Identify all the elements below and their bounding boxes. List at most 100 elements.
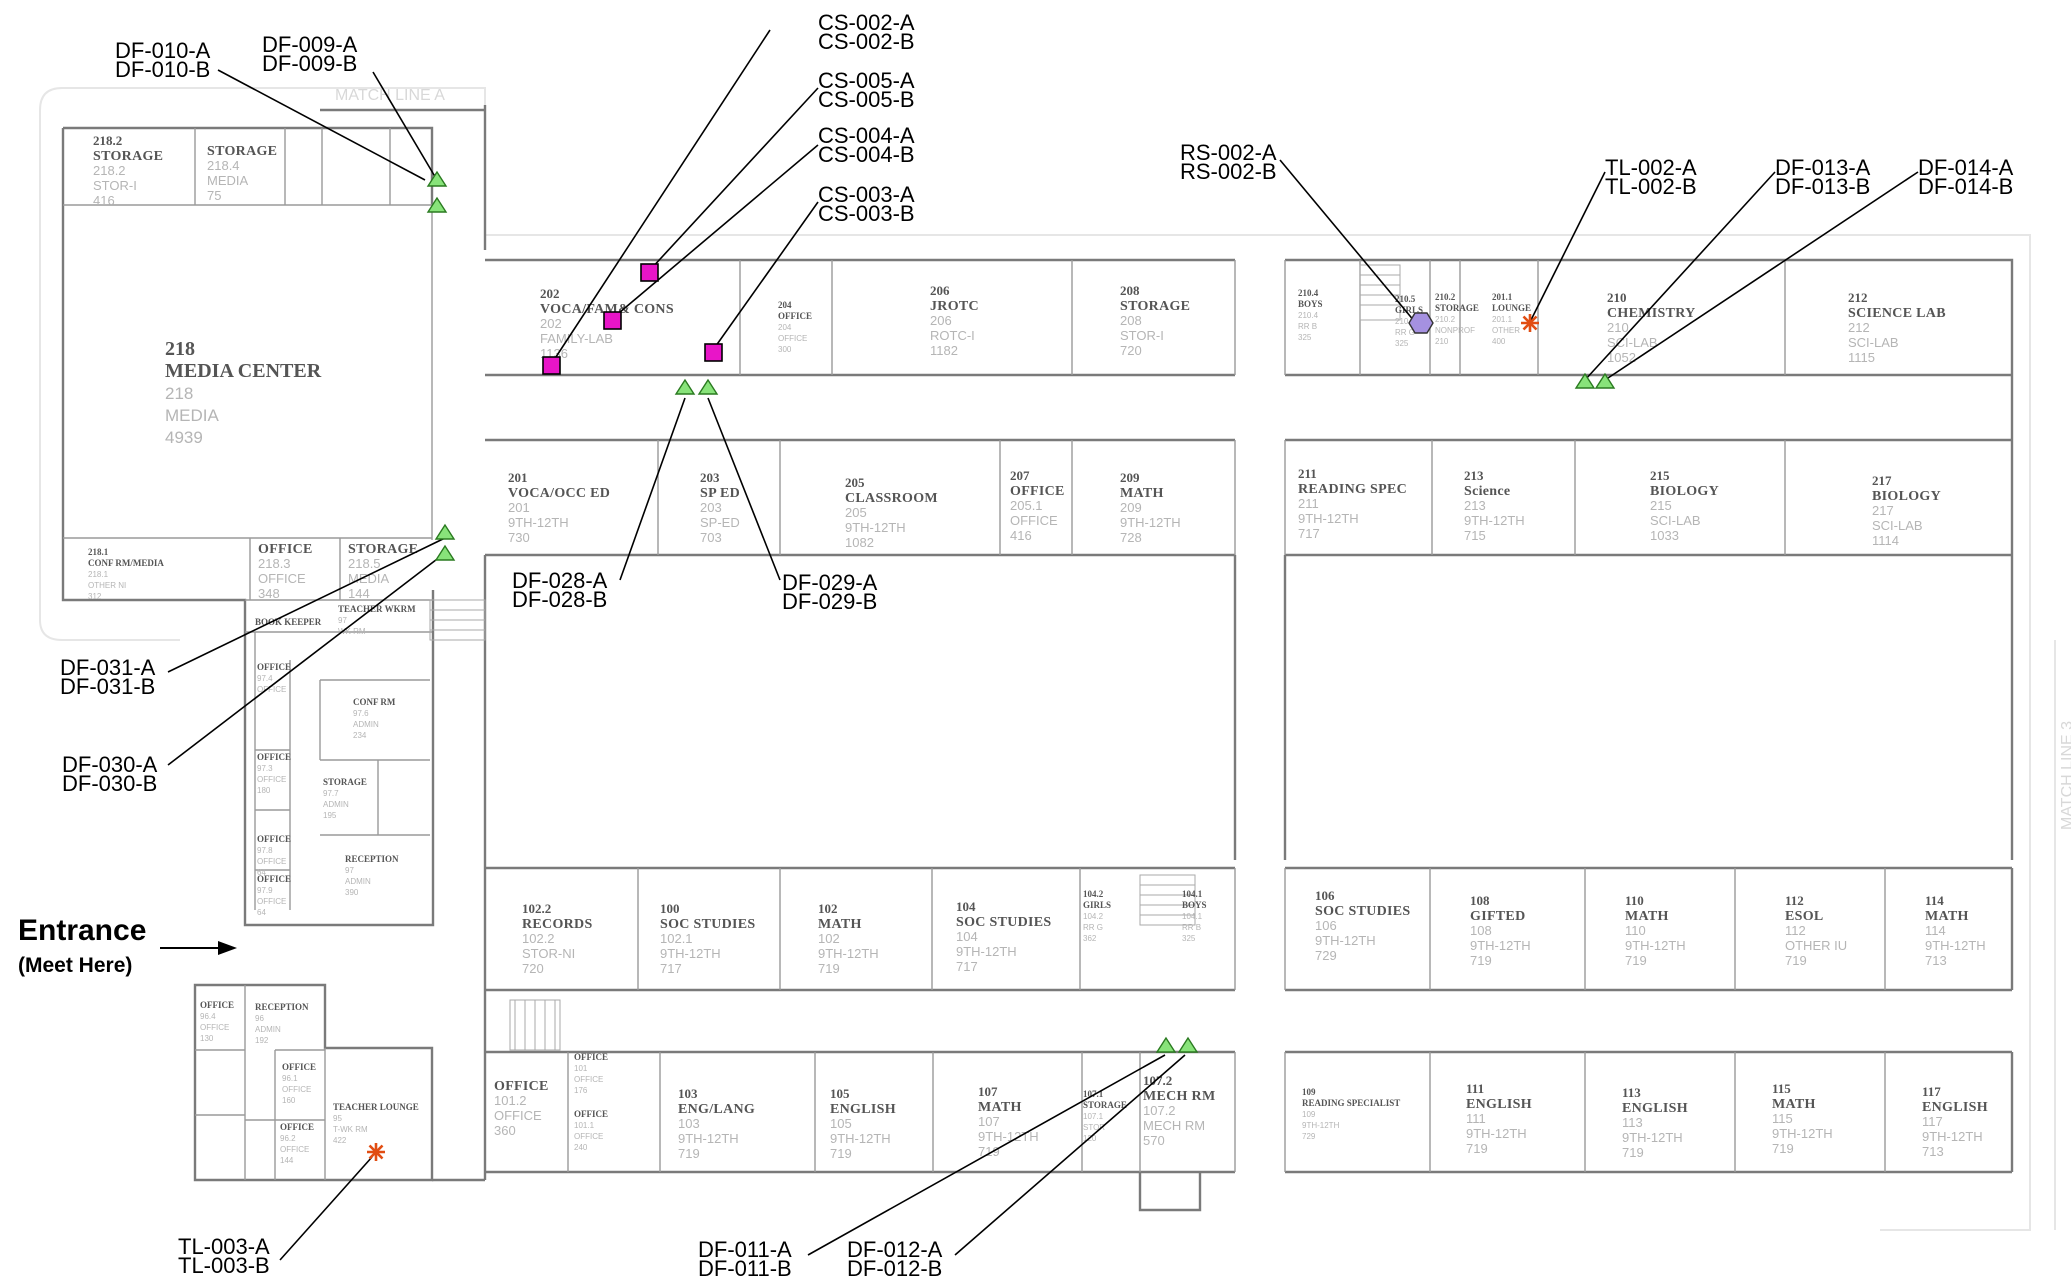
callout-cs-002: CS-002-ACS-002-B xyxy=(818,10,915,54)
room-name: GIRLS xyxy=(1083,900,1111,910)
room-sub2: 9TH-12TH xyxy=(830,1131,891,1146)
room-sub1: 101.1 xyxy=(574,1121,595,1130)
room-sub2: MEDIA xyxy=(165,406,220,425)
callout-code-b: DF-012-B xyxy=(847,1256,942,1281)
room-sub1: 111 xyxy=(1466,1111,1486,1126)
tl-003-asterisk-icon xyxy=(367,1143,385,1161)
room-sub3: 1033 xyxy=(1650,528,1679,543)
callout-code-b: TL-002-B xyxy=(1605,174,1697,199)
room-name: OFFICE xyxy=(778,311,812,321)
callout-cs-003: CS-003-ACS-003-B xyxy=(818,182,915,226)
room-sub3: 719 xyxy=(1622,1145,1644,1160)
cs-003-square-icon xyxy=(704,343,723,362)
room-name: OFFICE xyxy=(257,752,291,762)
match-line-3-label: MATCH LINE 3 xyxy=(2059,721,2071,830)
room-name: OFFICE xyxy=(258,542,313,557)
room-name: MECH RM xyxy=(1143,1089,1215,1104)
callout-df-010: DF-010-ADF-010-B xyxy=(115,38,211,82)
room-name: Science xyxy=(1464,484,1510,499)
room-sub3: 1182 xyxy=(930,343,958,358)
room-sub1: 101 xyxy=(574,1064,588,1073)
callout-code-a: DF-030-A xyxy=(62,752,158,777)
callout-code-b: RS-002-B xyxy=(1180,159,1277,184)
room-sub1: 206 xyxy=(930,313,952,328)
room-sub3: 713 xyxy=(1922,1144,1944,1159)
room-num: 209 xyxy=(1120,470,1140,485)
room-name: STORAGE xyxy=(207,144,277,159)
room-sub2: OFFICE xyxy=(257,857,286,866)
room-sub2: ADMIN xyxy=(353,720,379,729)
room-name: RECORDS xyxy=(522,917,593,932)
df-009-triangle-icon xyxy=(426,170,448,187)
room-name: MATH xyxy=(1625,909,1669,924)
df-028-triangle-icon xyxy=(674,378,696,395)
room-sub2: 9TH-12TH xyxy=(1922,1129,1983,1144)
room-sub3: 729 xyxy=(1315,948,1337,963)
room-sub3: 75 xyxy=(207,188,221,203)
room-sub3: 416 xyxy=(93,193,115,208)
room-sub2: 9TH-12TH xyxy=(1470,938,1531,953)
room-sub2: ROTC-I xyxy=(930,328,975,343)
room-sub2: T-WK RM xyxy=(333,1125,368,1134)
room-sub3: 362 xyxy=(1083,934,1097,943)
callout-code-b: TL-003-B xyxy=(178,1253,270,1278)
room-sub2: 9TH-12TH xyxy=(1625,938,1686,953)
df-010-triangle-icon xyxy=(426,196,448,213)
room-name: ENGLISH xyxy=(1922,1100,1988,1115)
room-name: JROTC xyxy=(930,299,979,314)
callout-code-b: DF-014-B xyxy=(1918,174,2013,199)
room-name: ESOL xyxy=(1785,909,1824,924)
room-sub2: 9TH-12TH xyxy=(978,1129,1039,1144)
room-sub3: 192 xyxy=(255,1036,269,1045)
room-name: ENGLISH xyxy=(1466,1097,1532,1112)
room-num: 108 xyxy=(1470,893,1490,908)
room-sub2: ADMIN xyxy=(323,800,349,809)
room-num: 104 xyxy=(956,899,976,914)
room-sub1: 205.1 xyxy=(1010,498,1043,513)
room-sub3: 703 xyxy=(700,530,722,545)
room-sub2: OFFICE xyxy=(778,334,807,343)
room-name: STORAGE xyxy=(348,542,418,557)
entrance-title: Entrance xyxy=(18,914,146,947)
room-sub2: ADMIN xyxy=(255,1025,281,1034)
df-014-triangle-icon xyxy=(1594,372,1616,389)
callout-df-011: DF-011-ADF-011-B xyxy=(698,1237,792,1281)
room-num: 102.2 xyxy=(522,901,551,916)
entrance-label: Entrance (Meet Here) xyxy=(18,914,237,977)
room-num: 115 xyxy=(1772,1081,1791,1096)
room-sub2: ADMIN xyxy=(345,877,371,886)
room-sub3: 719 xyxy=(678,1146,700,1161)
stairs xyxy=(429,264,1401,1051)
room-sub1: 218.4 xyxy=(207,158,240,173)
room-name: MATH xyxy=(1120,486,1164,501)
room-num: 211 xyxy=(1298,466,1317,481)
room-sub3: 360 xyxy=(494,1123,516,1138)
callout-code-b: DF-010-B xyxy=(115,57,210,82)
room-num: 218 xyxy=(165,338,195,360)
room-name: SOC STUDIES xyxy=(1315,904,1411,919)
room-name: RECEPTION xyxy=(255,1002,309,1012)
callout-code-a: DF-013-A xyxy=(1775,155,1871,180)
room-name: STORAGE xyxy=(1083,1100,1127,1110)
room-name: MATH xyxy=(1925,909,1969,924)
room-name: STORAGE xyxy=(323,777,367,787)
room-sub3: 719 xyxy=(830,1146,852,1161)
room-sub2: 9TH-12TH xyxy=(678,1131,739,1146)
callout-code-a: DF-028-A xyxy=(512,568,608,593)
room-sub1: 104 xyxy=(956,929,978,944)
room-sub3: 1082 xyxy=(845,535,874,550)
room-num: 103 xyxy=(678,1086,698,1101)
room-sub1: 218.5 xyxy=(348,556,381,571)
room-sub3: 240 xyxy=(574,1143,588,1152)
room-sub1: 109 xyxy=(1302,1110,1316,1119)
